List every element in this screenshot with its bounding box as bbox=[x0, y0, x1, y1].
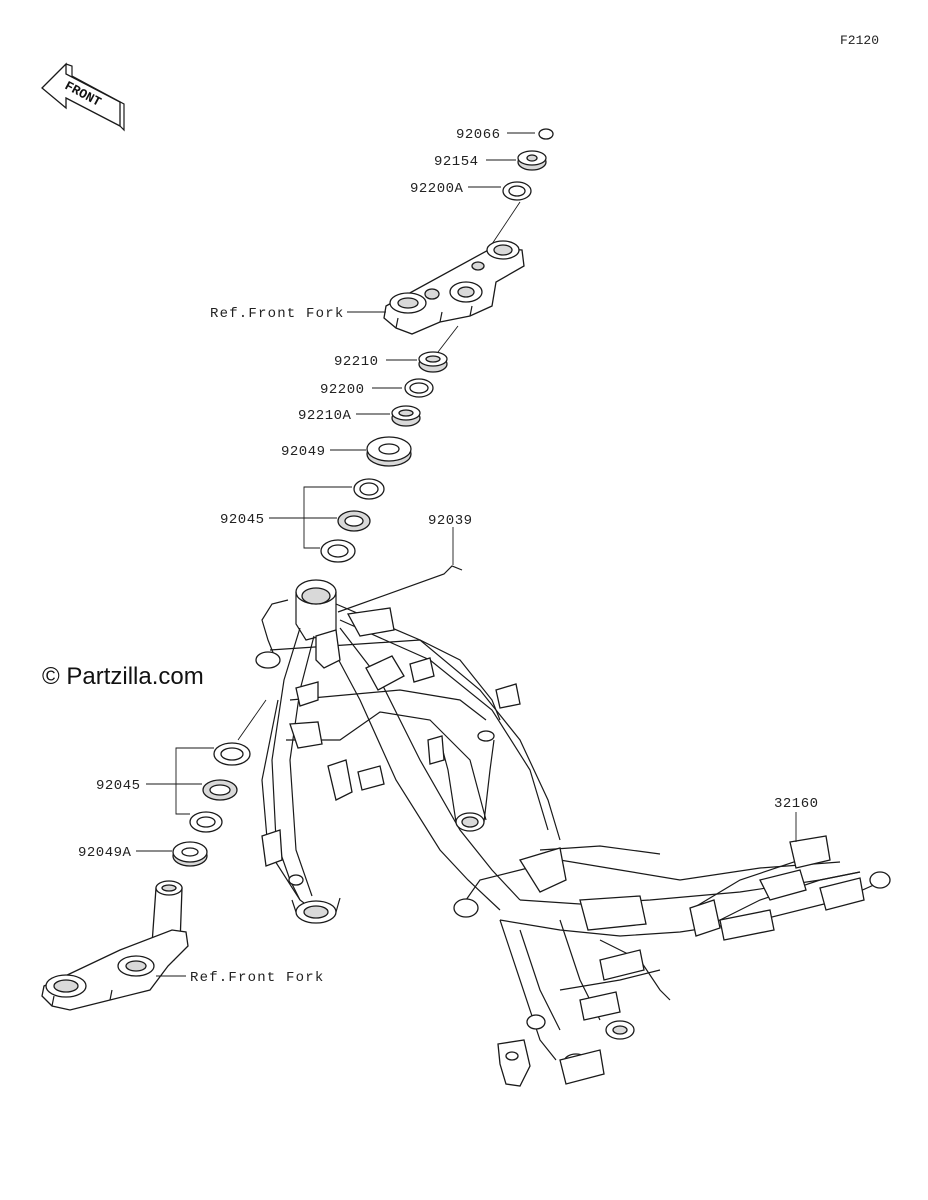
callout-92049: 92049 bbox=[281, 444, 326, 460]
callout-92045-upper: 92045 bbox=[220, 512, 265, 528]
part-92049-seal bbox=[366, 436, 412, 467]
part-92200A-washer bbox=[502, 181, 532, 201]
part-92154-nut bbox=[517, 150, 547, 171]
callout-92039: 92039 bbox=[428, 513, 473, 529]
callout-92210: 92210 bbox=[334, 354, 379, 370]
watermark: © Partzilla.com bbox=[42, 663, 204, 690]
callout-ref-front-fork-lower: Ref.Front Fork bbox=[190, 970, 324, 986]
part-92039-tie bbox=[337, 527, 463, 613]
callout-92210A: 92210A bbox=[298, 408, 352, 424]
callout-92066: 92066 bbox=[456, 127, 501, 143]
part-92045-lower-bearing bbox=[189, 742, 251, 833]
part-92210-locknut bbox=[418, 351, 448, 373]
part-92210A-locknut bbox=[391, 405, 421, 427]
diagram-code: F2120 bbox=[840, 33, 879, 48]
upper-triple-clamp bbox=[383, 240, 525, 335]
callout-92154: 92154 bbox=[434, 154, 479, 170]
callout-ref-front-fork-upper: Ref.Front Fork bbox=[210, 306, 344, 322]
part-92200-washer bbox=[404, 378, 434, 398]
callout-92045-lower: 92045 bbox=[96, 778, 141, 794]
front-arrow-icon: FRONT bbox=[41, 62, 125, 132]
main-frame bbox=[255, 579, 891, 1087]
callout-92200A: 92200A bbox=[410, 181, 464, 197]
callout-92200: 92200 bbox=[320, 382, 365, 398]
lower-triple-clamp bbox=[41, 880, 189, 1011]
part-92066-cap bbox=[538, 128, 554, 140]
part-92049A-seal bbox=[172, 841, 208, 867]
part-92045-upper-bearing bbox=[320, 478, 385, 563]
callout-92049A: 92049A bbox=[78, 845, 132, 861]
callout-32160: 32160 bbox=[774, 796, 819, 812]
